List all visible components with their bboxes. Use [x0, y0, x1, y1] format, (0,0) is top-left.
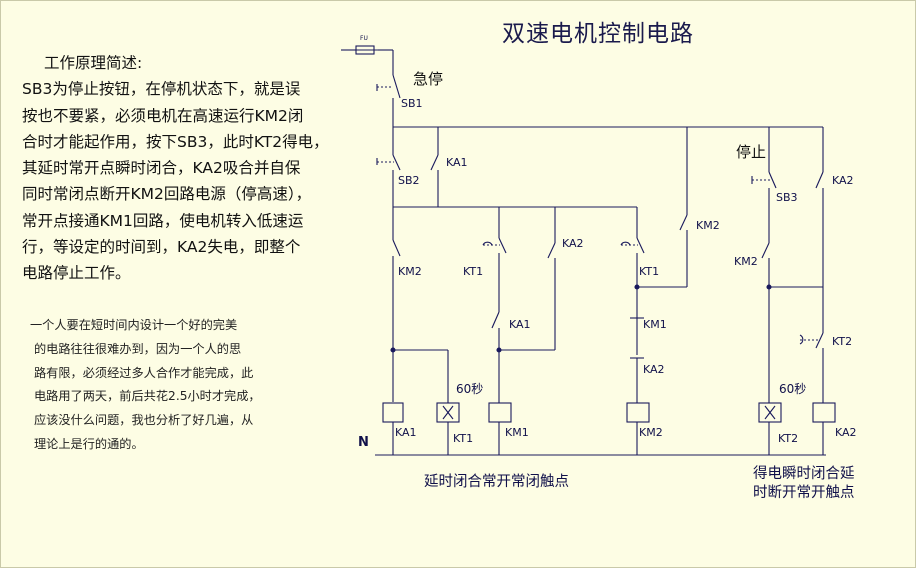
- author-note: 一个人要在短时间内设计一个好的完美 的电路往往很难办到，因为一个人的思 路有限，…: [30, 314, 300, 457]
- emergency-stop-label: 急停: [413, 70, 443, 88]
- principle-line: SB3为停止按钮，在停机状态下，就是误: [22, 80, 301, 99]
- contact-label: SB1: [401, 97, 423, 110]
- fuse-label: FU: [360, 35, 368, 42]
- contact-label: KM2: [398, 265, 422, 278]
- coil-kt2: [758, 402, 782, 423]
- principle-line: 合时才能起作用，按下SB3，此时KT2得电，: [22, 132, 329, 151]
- contact-label: KA1: [446, 156, 468, 169]
- coil-label: KT2: [778, 432, 798, 445]
- principle-line: 电路停止工作。: [22, 264, 131, 283]
- principle-line: 行，等设定的时间到，KA2失电，即整个: [22, 238, 301, 257]
- contact-label: KT2: [832, 335, 852, 348]
- contact-label: KM2: [696, 219, 720, 232]
- note-line: 一个人要在短时间内设计一个好的完美: [30, 318, 238, 332]
- sb1-contact: [376, 74, 401, 127]
- contact-label: KM1: [643, 318, 667, 331]
- ka1-self-hold: [430, 127, 439, 207]
- principle-line: 按也不要紧，必须电机在高速运行KM2闭: [22, 106, 304, 125]
- contact-label: KT1: [639, 265, 659, 278]
- contact-label: SB2: [398, 174, 420, 187]
- coil-km2: [626, 402, 650, 423]
- coil-label: KT1: [453, 432, 473, 445]
- working-principle-text: 工作原理简述: SB3为停止按钮，在停机状态下，就是误 按也不要紧，必须电机在高…: [22, 50, 362, 287]
- caption-right-line2: 时断开常开触点: [753, 484, 855, 501]
- contact-label: KM2: [734, 255, 758, 268]
- coil-label: KM1: [505, 426, 529, 439]
- note-line: 理论上是行的通的。: [34, 436, 144, 451]
- contact-label: KA1: [509, 318, 531, 331]
- caption-left: 延时闭合常开常闭触点: [424, 473, 569, 490]
- diagram-title: 双速电机控制电路: [502, 21, 694, 47]
- principle-line: 其延时常开点瞬时闭合，KA2吸合并自保: [22, 159, 301, 178]
- note-line: 路有限，必须经过多人合作才能完成，此: [34, 365, 254, 380]
- contact-label: SB3: [776, 191, 798, 204]
- coil-label: KA2: [835, 426, 857, 439]
- contact-label: KA2: [643, 363, 665, 376]
- timer-caption-kt2: 60秒: [779, 382, 806, 396]
- principle-line: 同时常闭点断开KM2回路电源（停高速），: [22, 185, 312, 204]
- coil-label: KA1: [395, 426, 417, 439]
- stop-label: 停止: [736, 143, 766, 161]
- note-line: 的电路往往很难办到，因为一个人的思: [34, 341, 242, 356]
- sb2-contact: [376, 127, 401, 207]
- contact-label: KT1: [463, 265, 483, 278]
- contact-label: KA2: [832, 174, 854, 187]
- note-line: 应该没什么问题，我也分析了好几遍，从: [34, 413, 254, 428]
- contact-label: KA2: [562, 237, 584, 250]
- coil-label: KM2: [639, 426, 663, 439]
- principle-line: 常开点接通KM1回路，使电机转入低速运: [22, 211, 304, 230]
- coil-ka2: [812, 402, 836, 423]
- caption-right-line1: 得电瞬时闭合延: [753, 465, 855, 482]
- note-line: 电路用了两天，前后共花2.5小时才完成，: [34, 389, 261, 404]
- coil-km1: [488, 402, 512, 423]
- coil-ka1: [382, 402, 404, 423]
- fuse-symbol: [341, 45, 394, 75]
- principle-heading: 工作原理简述:: [44, 54, 143, 72]
- neutral-label: N: [358, 435, 369, 450]
- timer-caption-kt1: 60秒: [456, 382, 483, 396]
